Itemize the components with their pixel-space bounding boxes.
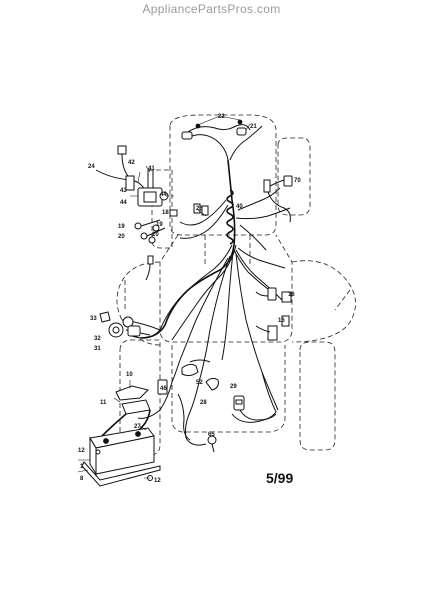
battery-assembly <box>77 425 161 487</box>
callout-18: 18 <box>162 210 169 216</box>
callout-31: 31 <box>94 346 101 352</box>
seat-switch-harness <box>181 115 251 140</box>
callout-10: 10 <box>126 372 133 378</box>
callout-33: 33 <box>90 316 97 322</box>
callout-41: 41 <box>148 166 155 172</box>
battery-cables <box>101 380 151 437</box>
callout-19-right: 19 <box>156 222 163 228</box>
callout-40: 40 <box>236 204 243 210</box>
callout-26: 26 <box>196 206 203 212</box>
callout-16-upper: 16 <box>288 292 295 298</box>
callout-28: 28 <box>200 400 207 406</box>
callout-29: 29 <box>230 384 237 390</box>
callout-16-lower: 16 <box>278 318 285 324</box>
callout-44-right: 44 <box>160 192 167 198</box>
callout-65: 65 <box>208 432 215 438</box>
callout-12-right: 12 <box>154 478 161 484</box>
callout-42: 42 <box>128 160 135 166</box>
callout-20-left: 20 <box>118 234 125 240</box>
main-harness-bundle <box>121 125 291 446</box>
right-side-switches <box>255 287 292 341</box>
headlight-connector <box>263 175 293 223</box>
callout-44-left: 44 <box>120 200 127 206</box>
callout-24: 24 <box>88 164 95 170</box>
ignition-lead <box>95 145 146 191</box>
connector-group-left <box>134 209 178 281</box>
callout-1: 1 <box>80 464 84 470</box>
connector-26 <box>193 203 209 217</box>
date-code: 5/99 <box>266 470 294 486</box>
callout-labels: 22 21 24 42 41 43 44 44 18 19 19 20 20 2… <box>78 114 301 484</box>
callout-19-left: 19 <box>118 224 125 230</box>
watermark-text: AppliancePartsPros.com <box>142 2 281 16</box>
lower-right-components <box>207 395 277 453</box>
ignition-switch-assembly <box>125 165 174 207</box>
callout-52: 52 <box>196 380 203 386</box>
callout-21: 21 <box>250 124 257 130</box>
callout-32: 32 <box>94 336 101 342</box>
callout-46: 46 <box>160 386 167 392</box>
callout-11: 11 <box>100 400 107 406</box>
callout-8: 8 <box>80 476 84 482</box>
callout-20-right: 20 <box>152 232 159 238</box>
center-components <box>157 359 219 441</box>
pto-components <box>99 311 141 338</box>
callout-12-left: 12 <box>78 448 85 454</box>
callout-70: 70 <box>294 178 301 184</box>
callout-27: 27 <box>134 424 141 430</box>
callout-43: 43 <box>120 188 127 194</box>
callout-22: 22 <box>218 114 225 120</box>
